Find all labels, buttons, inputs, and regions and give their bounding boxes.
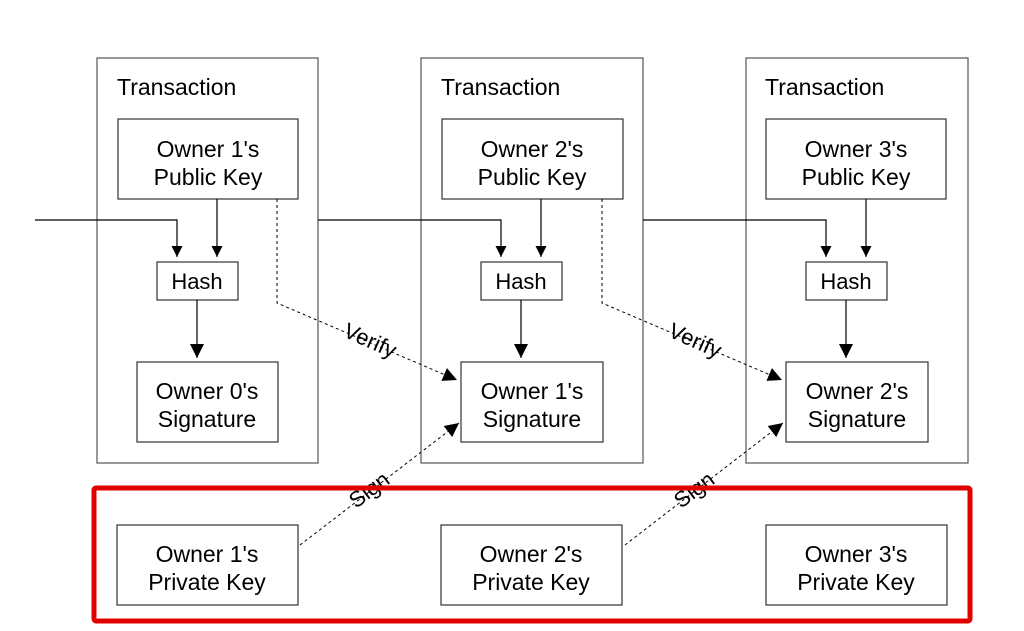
private-key-line2-3: Private Key [797, 569, 915, 595]
private-key-box-3 [765, 524, 948, 606]
private-key-line1-3: Owner 3's [805, 541, 908, 567]
verify-arrow-2 [601, 199, 783, 381]
private-key-line2-2: Private Key [472, 569, 590, 595]
chain-link-line-3 [643, 219, 832, 257]
transaction-title-2: Transaction [441, 74, 560, 100]
private-key-box-2 [440, 524, 623, 606]
private-key-box-1 [116, 524, 299, 606]
verify-label-1: Verify [340, 318, 400, 363]
verify-arrow-1 [276, 199, 458, 381]
verify-label-2: Verify [665, 318, 725, 363]
hash-label-2: Hash [495, 269, 546, 294]
signature-line2-3: Signature [808, 406, 906, 432]
signature-line1-3: Owner 2's [806, 378, 909, 404]
public-key-line1-1: Owner 1's [157, 136, 260, 162]
signature-line2-2: Signature [483, 406, 581, 432]
chain-input-line-1 [35, 219, 183, 257]
transaction-title-1: Transaction [117, 74, 236, 100]
public-key-line1-2: Owner 2's [481, 136, 584, 162]
signature-line1-1: Owner 0's [156, 378, 259, 404]
public-key-line2-3: Public Key [802, 164, 911, 190]
public-key-line2-2: Public Key [478, 164, 587, 190]
hash-label-1: Hash [171, 269, 222, 294]
signature-box-1 [136, 361, 279, 443]
signature-box-2 [460, 361, 604, 443]
signature-line2-1: Signature [158, 406, 256, 432]
public-key-line2-1: Public Key [154, 164, 263, 190]
private-keys-highlight [91, 485, 973, 624]
signature-box-3 [785, 361, 929, 443]
hash-label-3: Hash [820, 269, 871, 294]
public-key-line1-3: Owner 3's [805, 136, 908, 162]
public-key-box-3 [765, 118, 947, 200]
private-key-line1-2: Owner 2's [480, 541, 583, 567]
chain-link-line-2 [318, 219, 507, 257]
signature-line1-2: Owner 1's [481, 378, 584, 404]
public-key-box-2 [441, 118, 624, 200]
private-key-line1-1: Owner 1's [156, 541, 259, 567]
public-key-box-1 [117, 118, 299, 200]
hash-box-2 [480, 261, 563, 301]
private-key-line2-1: Private Key [148, 569, 266, 595]
transaction-title-3: Transaction [765, 74, 884, 100]
